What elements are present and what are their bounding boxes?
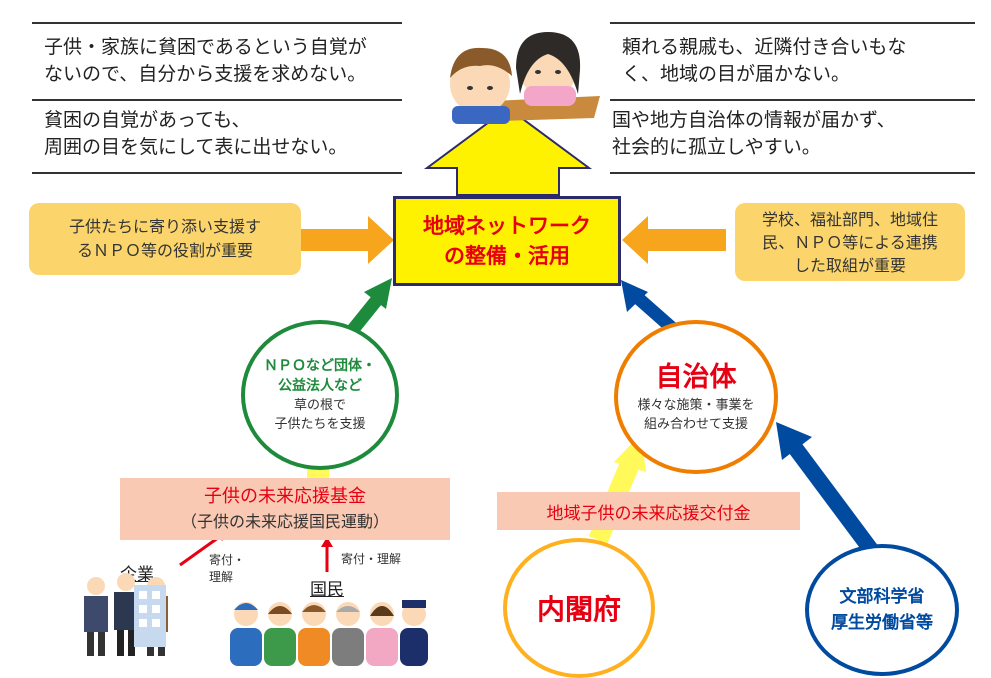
- top-right-text-4: 社会的に孤立しやすい。: [612, 136, 821, 158]
- naikakufu-circle: 内閣府: [503, 538, 655, 678]
- kigyo-action-2: 理解: [209, 570, 234, 584]
- children-illustration: [450, 32, 600, 124]
- right-note-box: 学校、福祉部門、地域住 民、ＮＰＯ等による連携 した取組が重要: [735, 203, 965, 281]
- left-note-line-2: るＮＰＯ等の役割が重要: [76, 241, 253, 260]
- top-right-rule-1: [610, 22, 975, 24]
- building-illustration: [134, 585, 166, 647]
- top-left-rule-2: [32, 99, 402, 101]
- top-left-rule-3: [32, 172, 402, 174]
- kokumin-red-arrow: [321, 537, 333, 572]
- ministries-line-1: 文部科学省: [839, 587, 925, 607]
- top-right-rule-3: [610, 172, 975, 174]
- grant-label: 地域子供の未来応援交付金: [546, 503, 751, 524]
- jichitai-circle: 自治体 様々な施策・事業を 組み合わせて支援: [614, 320, 778, 474]
- left-orange-arrow: [300, 216, 394, 264]
- npo-circle: ＮＰＯなど団体・ 公益法人など 草の根で 子供たちを支援: [241, 320, 399, 470]
- top-right-text-1: 頼れる親戚も、近隣付き合いもな: [622, 36, 907, 58]
- kigyo-action: 寄付・ 理解: [209, 552, 245, 586]
- fund-title: 子供の未来応援基金: [204, 486, 366, 507]
- top-left-text-3: 貧困の自覚があっても、: [44, 109, 251, 131]
- fund-subtitle: （子供の未来応援国民運動）: [180, 512, 389, 531]
- right-note-line-3: した取組が重要: [793, 255, 906, 275]
- kokumin-action: 寄付・理解: [341, 552, 402, 566]
- center-line-2: の整備・活用: [444, 244, 570, 268]
- ministries-line-2: 厚生労働省等: [831, 613, 933, 633]
- kigyo-action-1: 寄付・: [209, 553, 246, 567]
- npo-sub-2: 子供たちを支援: [274, 417, 366, 432]
- jichitai-sub-1: 様々な施策・事業を: [637, 398, 755, 413]
- npo-title-2: 公益法人など: [278, 378, 362, 394]
- grant-box: 地域子供の未来応援交付金: [497, 492, 800, 530]
- top-right-text-2: く、地域の目が届かない。: [622, 63, 851, 85]
- ministries-circle: 文部科学省 厚生労働省等: [805, 544, 959, 676]
- top-left-text-4: 周囲の目を気にして表に出せない。: [44, 136, 348, 158]
- top-right-text-3: 国や地方自治体の情報が届かず、: [612, 109, 896, 131]
- citizens-illustration: [230, 600, 428, 666]
- jichitai-title: 自治体: [655, 362, 737, 393]
- naikakufu-label: 内閣府: [536, 593, 621, 626]
- npo-sub-1: 草の根で: [293, 398, 346, 413]
- blue-arrow-upper: [621, 280, 677, 333]
- top-left-text-2: ないので、自分から支援を求めない。: [44, 63, 367, 85]
- blue-arrow-lower: [776, 422, 882, 560]
- top-right-rule-2: [610, 99, 975, 101]
- right-note-line-2: 民、ＮＰＯ等による連携: [762, 232, 938, 252]
- left-note-line-1: 子供たちに寄り添い支援す: [68, 217, 261, 236]
- top-left-rule-1: [32, 22, 402, 24]
- left-note-box: 子供たちに寄り添い支援す るＮＰＯ等の役割が重要: [29, 203, 301, 275]
- center-line-1: 地域ネットワーク: [423, 214, 591, 238]
- fund-box: 子供の未来応援基金 （子供の未来応援国民運動）: [120, 478, 450, 540]
- jichitai-sub-2: 組み合わせて支援: [643, 417, 748, 432]
- right-note-line-1: 学校、福祉部門、地域住: [761, 209, 938, 229]
- center-network-box: 地域ネットワーク の整備・活用: [393, 196, 621, 286]
- big-up-arrow: [423, 106, 593, 196]
- top-left-text-1: 子供・家族に貧困であるという自覚が: [44, 36, 367, 58]
- right-orange-arrow: [622, 216, 726, 264]
- kokumin-label: 国民: [310, 580, 344, 600]
- npo-title-1: ＮＰＯなど団体・: [264, 358, 376, 374]
